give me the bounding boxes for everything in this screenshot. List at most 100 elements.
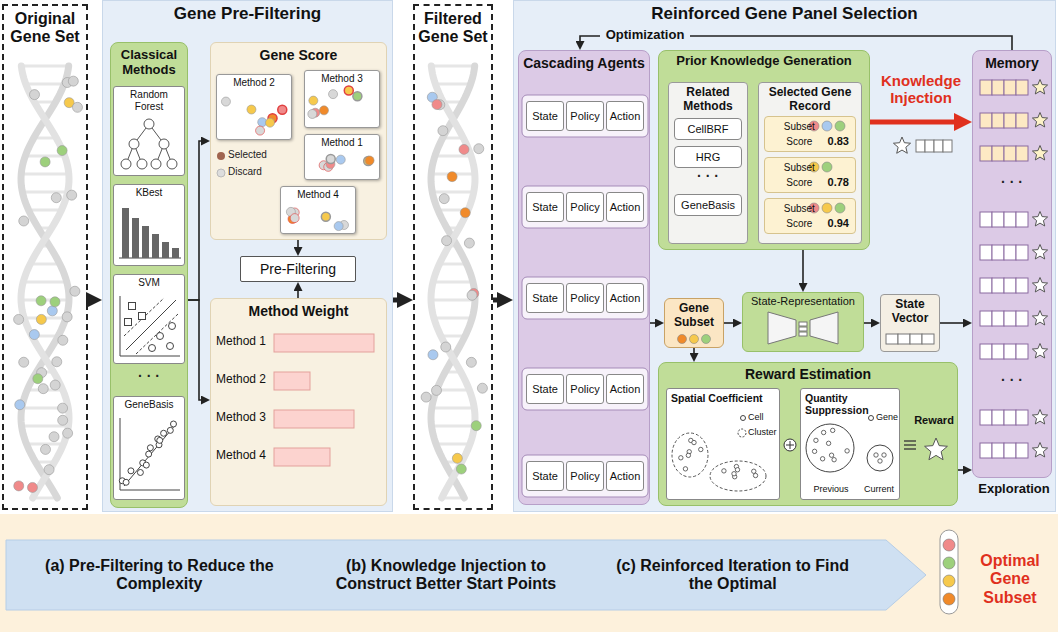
box-text: Policy [570,292,599,305]
stroke-line [435,83,470,86]
connector [188,141,204,300]
box-text: Policy [570,110,599,123]
record-card: SubsetScore0.94 [764,198,856,234]
stroke-line [120,418,121,490]
star-symbol [925,438,948,460]
agent-step: State [526,461,564,491]
memory-cell [1016,80,1028,95]
label: Optimal Gene Subset [964,552,1056,607]
memory-cell [992,212,1004,227]
stroke-line [435,155,471,158]
memory-cell [1004,113,1016,128]
stroke-line [432,425,475,428]
score-panel: Method Weight [210,298,387,506]
stroke-line [30,263,60,266]
gene-dot [319,106,328,115]
gene-dot [286,207,295,216]
stroke-line [38,227,51,230]
tree-node [144,119,154,129]
gene-dot [62,78,72,88]
connector [940,322,966,324]
gene-dot [288,214,297,223]
box-text: (a) Pre-Filtering to Reduce the Complexi… [30,557,288,594]
memory-cell [992,113,1004,128]
gene-symbol [832,458,836,462]
stage-panel: Gene Pre-FilteringClassical MethodsRando… [102,0,393,512]
gene-dot [221,97,230,106]
label: Method 2 [216,373,272,387]
knowledge-panel: Prior Knowledge GenerationRelated Method… [658,50,870,250]
stroke-line [26,443,63,446]
box-text: GeneBasis [681,199,735,212]
gene-dot [339,221,348,230]
stroke-line [431,173,475,176]
gene-dot [319,161,328,170]
heading-text: Method 2 [233,77,275,89]
memory-cell [992,311,1004,326]
heading-text: Prior Knowledge Generation [676,54,852,69]
cell-symbol [732,472,736,476]
gene-dot [14,314,24,324]
box-text: 0.94 [828,217,849,230]
label: · · · [972,372,1052,388]
illustration-group [119,208,181,258]
stroke-line [24,317,66,320]
box-text: Action [610,470,641,483]
tree-node [159,139,169,149]
gene-dot [943,557,955,569]
method-box: HRG [674,146,742,168]
encoder-box: State-Representation [742,292,864,352]
gene-dot [15,400,25,410]
sub-panel: Related MethodsCellBRF HRG GeneBasis [668,82,748,244]
heading-text: Related Methods [672,86,744,114]
gene-set-previous [806,424,854,472]
gene-dot [36,296,46,306]
method-box: CellBRF [674,118,742,140]
box-text: Action [610,201,641,214]
gene-dot [50,297,60,307]
vector-cell [943,140,952,152]
gene-symbol [829,453,833,457]
illustration-group [286,207,348,230]
gene-dot [58,335,68,345]
helix-strand [431,66,475,498]
connector [393,298,402,303]
score-bar [122,208,129,258]
tree-node [137,159,147,169]
stroke-line [164,144,172,164]
gene-dot [58,403,68,413]
label: · · · [110,368,188,384]
box-text: Subset [771,121,828,133]
box-text: Policy [570,383,599,396]
gene-dot [428,350,438,360]
gene-dot [364,156,373,165]
gene-dot [311,108,320,117]
memory-cell [980,443,992,458]
gene-dot [14,481,24,491]
star-symbol [1032,113,1047,127]
stroke-line [32,335,58,338]
agent-step: Action [606,101,644,131]
reward-term: Quantity Suppression [800,388,900,500]
stroke-line [40,245,49,248]
illustration-group [221,97,286,135]
gene-dot [835,203,845,213]
heading-text: Spatial Coefficient [671,392,775,404]
heading-text: Gene Score [260,47,338,63]
stroke-line [156,144,164,164]
memory-cell [1004,245,1016,260]
agent-step: State [526,192,564,222]
illustration-group [120,296,180,356]
tree-node [129,139,139,149]
heading-text: KBest [136,187,163,199]
sample-circle [119,478,125,484]
illustration-group [319,155,374,172]
gene-dot [40,444,50,454]
edge-label: Knowledge Injection [874,72,968,107]
vector-cell [934,140,943,152]
sample-circle [146,451,152,457]
label: Method 3 [216,411,272,425]
illustration-group [886,334,934,344]
heading-text: Reward Estimation [745,366,871,382]
illustration [114,397,186,501]
